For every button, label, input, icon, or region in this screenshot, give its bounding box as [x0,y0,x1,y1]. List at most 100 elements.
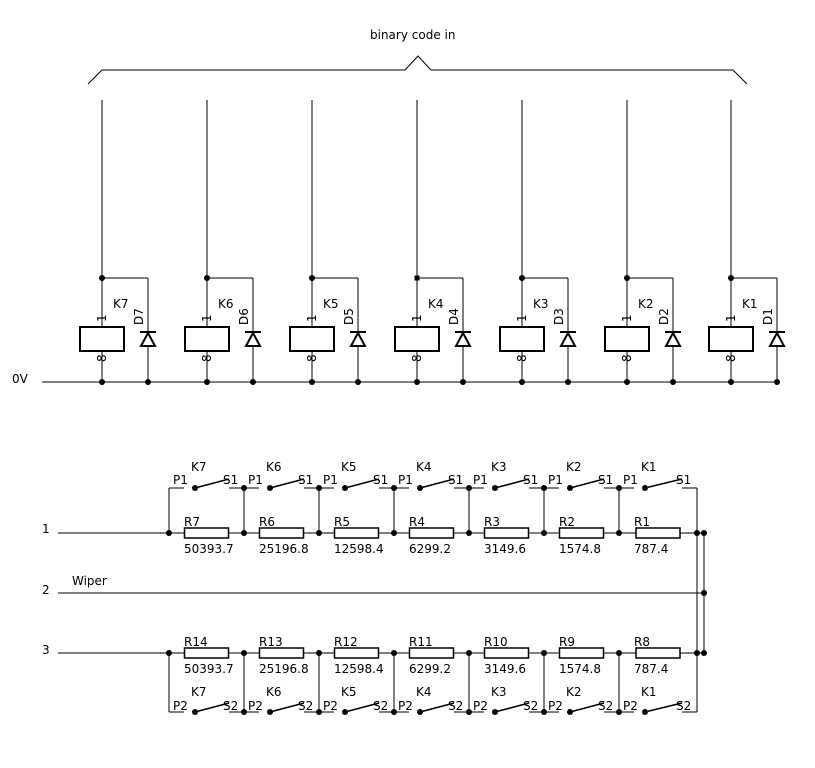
switch-blade-K5 [344,478,380,489]
resistor-value: 50393.7 [184,542,234,556]
switch-label-s2: S2 [298,699,313,713]
ground-junction [204,379,210,385]
switch-blade-K7 [194,478,230,489]
switch-label-s1: S1 [298,473,313,487]
resistor-name: R1 [634,515,650,529]
switch-label-p1: P1 [323,473,338,487]
input-label: binary code in [370,28,455,42]
switch-junction [316,485,322,491]
resistor-junction [466,530,472,536]
resistor-junction [466,650,472,656]
switch-blade-K1 [644,702,683,713]
relay-label: K7 [113,297,129,311]
diode-D1 [768,330,786,347]
resistor-name: R11 [409,635,433,649]
ground-label: 0V [12,372,29,386]
switch-junction [466,485,472,491]
terminal-1-label: 1 [42,522,50,536]
switch-label-s2: S2 [373,699,388,713]
resistor-junction [541,530,547,536]
switch-label-s1: S1 [448,473,463,487]
diode-label: D7 [132,308,146,325]
switch-junction [466,709,472,715]
resistor-junction [166,650,172,656]
switch-label-s2: S2 [223,699,238,713]
terminal-3-label: 3 [42,643,50,657]
switch-blade-K5 [344,702,380,713]
resistor-name: R14 [184,635,208,649]
switch-blade-K3 [494,702,530,713]
switch-relay-label: K5 [341,460,357,474]
ground-junction [355,379,361,385]
resistor-value: 6299.2 [409,662,451,676]
switch-relay-label: K2 [566,685,582,699]
switch-blade-K4 [419,702,455,713]
diode-label: D3 [552,308,566,325]
switch-label-s2: S2 [448,699,463,713]
switch-relay-label: K3 [491,460,507,474]
resistor-name: R3 [484,515,500,529]
resistor-junction [541,650,547,656]
resistor-junction [166,530,172,536]
resistor-R14 [183,647,230,659]
switch-blade-K2 [569,478,605,489]
switch-label-p1: P1 [623,473,638,487]
wiper-junction [701,650,707,656]
switch-junction [541,709,547,715]
relay-label: K2 [638,297,654,311]
resistor-R3 [483,527,530,539]
diode-label: D1 [761,308,775,325]
ground-junction [99,379,105,385]
switch-relay-label: K5 [341,685,357,699]
switch-relay-label: K6 [266,685,282,699]
switch-blade-K1 [644,478,683,489]
resistor-value: 25196.8 [259,542,309,556]
switch-label-p2: P2 [248,699,263,713]
coil-pin-label: 8 [305,354,319,362]
resistor-value: 25196.8 [259,662,309,676]
switch-relay-label: K3 [491,685,507,699]
switch-blade-K6 [269,478,305,489]
switch-blade-K6 [269,702,305,713]
resistor-name: R4 [409,515,425,529]
resistor-value: 787.4 [634,542,668,556]
switch-relay-label: K1 [641,460,657,474]
switch-relay-label: K1 [641,685,657,699]
diode-D7 [139,330,157,347]
switch-junction [616,485,622,491]
relay-coil-K4 [394,326,440,352]
diode-D2 [664,330,682,347]
relay-label: K3 [533,297,549,311]
resistor-name: R7 [184,515,200,529]
wiper-junction [701,530,707,536]
switch-relay-label: K6 [266,460,282,474]
switch-junction [316,709,322,715]
resistor-value: 6299.2 [409,542,451,556]
resistor-value: 3149.6 [484,542,526,556]
node-K6 [204,275,210,281]
resistor-R13 [258,647,305,659]
relay-label: K5 [323,297,339,311]
resistor-R4 [408,527,455,539]
diode-D5 [349,330,367,347]
node-K3 [519,275,525,281]
diode-label: D4 [447,308,461,325]
switch-label-s2: S2 [523,699,538,713]
coil-pin-label: 1 [305,314,319,322]
resistor-name: R8 [634,635,650,649]
ground-junction [460,379,466,385]
ground-junction [670,379,676,385]
switch-label-p2: P2 [473,699,488,713]
resistor-name: R2 [559,515,575,529]
diode-D6 [244,330,262,347]
resistor-R11 [408,647,455,659]
resistor-name: R12 [334,635,358,649]
resistor-R6 [258,527,305,539]
resistor-R12 [333,647,380,659]
coil-pin-label: 8 [620,354,634,362]
resistor-junction [694,650,700,656]
coil-pin-label: 1 [515,314,529,322]
coil-pin-label: 1 [410,314,424,322]
